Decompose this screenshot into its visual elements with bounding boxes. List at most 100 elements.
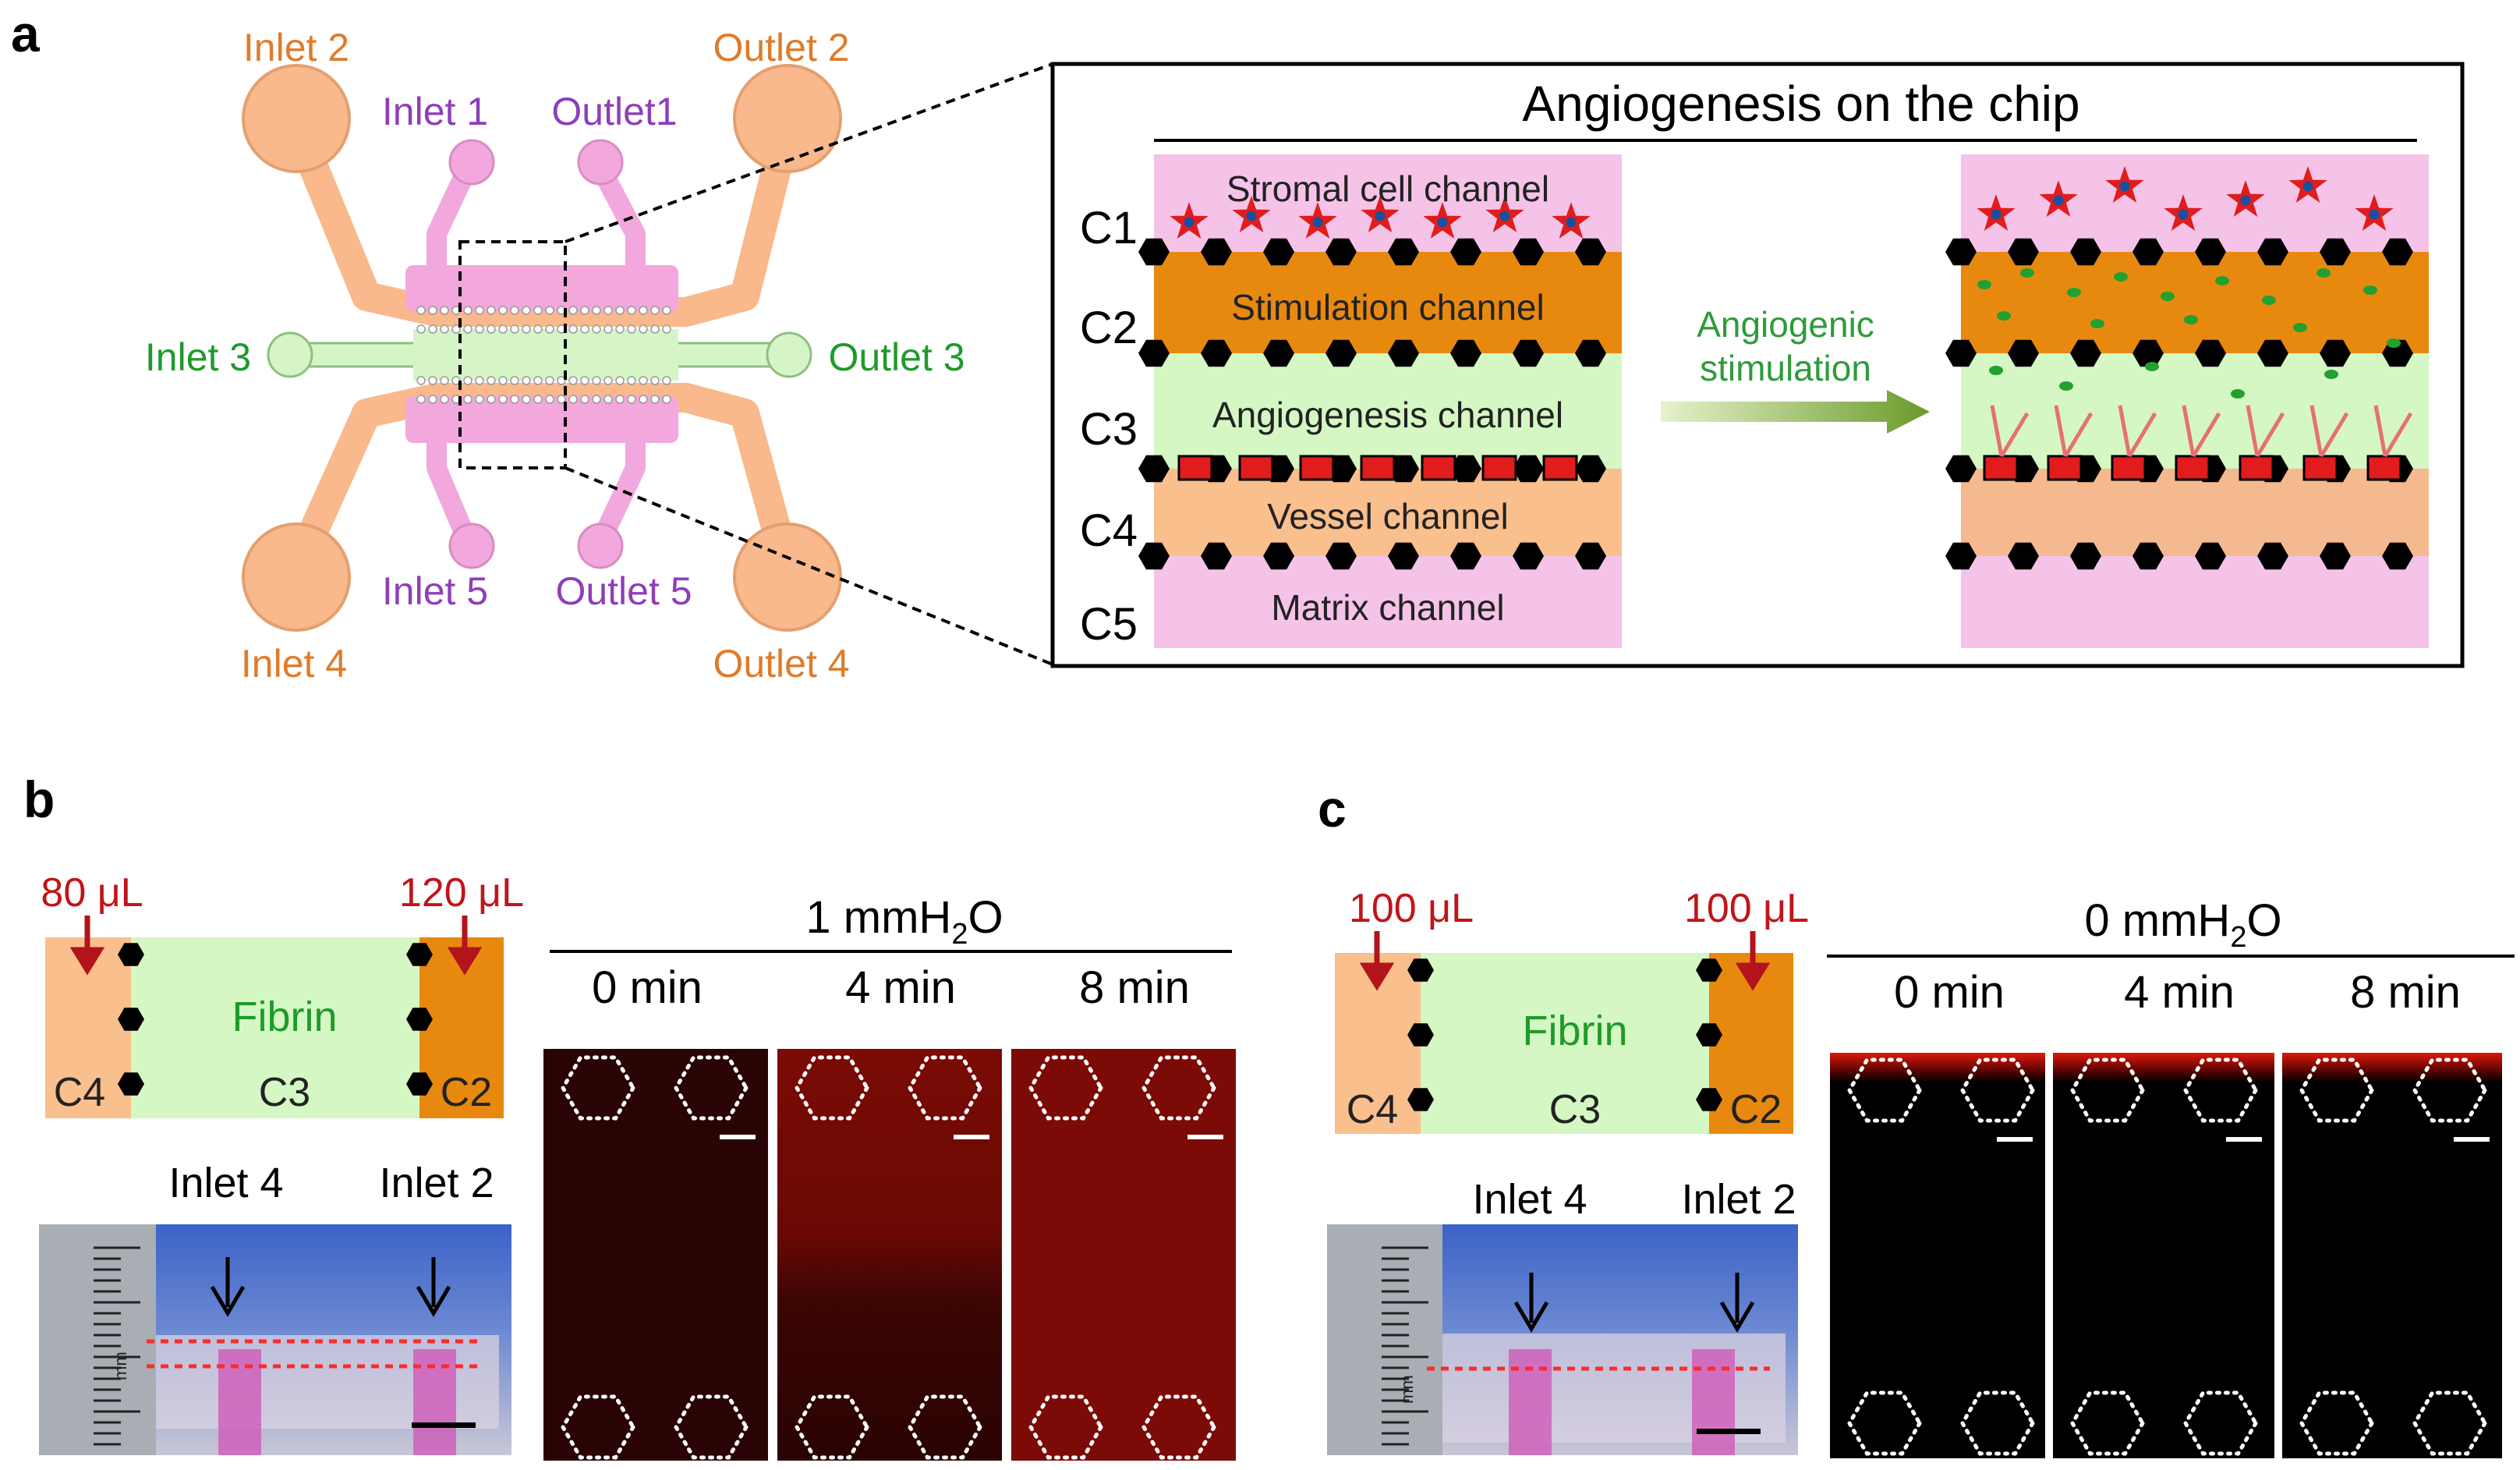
chip-micropost xyxy=(440,324,449,334)
post-outline xyxy=(674,1394,749,1460)
chip-c1-channel xyxy=(405,265,678,312)
schematic-post xyxy=(1407,1088,1434,1111)
schematic-post xyxy=(406,943,433,966)
growth-factor-dot xyxy=(2090,319,2104,328)
right-c2-band xyxy=(1961,252,2429,353)
post-outline xyxy=(1141,1055,1216,1121)
chip-micropost xyxy=(451,324,461,334)
channel-post xyxy=(2320,542,2351,570)
outlet-4-port xyxy=(733,522,842,632)
c-ruler-ticks xyxy=(1382,1246,1428,1446)
panel-b: b 80 μL 120 μL Fibrin C4 C3 C2 mm Inlet xyxy=(23,770,1236,1461)
cell-marks xyxy=(1170,166,2413,481)
growth-factor-dot xyxy=(2067,288,2081,297)
channel-post xyxy=(2008,339,2039,367)
chip-micropost xyxy=(522,395,531,404)
b-photo-arrow-inlet4 xyxy=(210,1257,246,1317)
chip-micropost xyxy=(639,324,648,334)
growth-factor-dot xyxy=(2114,272,2128,282)
left-c2-band xyxy=(1154,252,1622,353)
channel-post xyxy=(1325,542,1357,570)
schematic-post xyxy=(1696,958,1722,982)
c-arrow-right xyxy=(1735,931,1771,991)
b-posts xyxy=(118,943,433,1096)
chip-micropost xyxy=(545,324,554,334)
post-outline xyxy=(2070,1390,2145,1456)
scale-bar xyxy=(720,1135,756,1139)
c-photo-ruler xyxy=(1327,1224,1442,1455)
chip-micropost xyxy=(510,376,519,385)
b-photo-dye-left xyxy=(218,1349,261,1455)
chip-micropost xyxy=(487,324,496,334)
inlet-2-label: Inlet 2 xyxy=(243,26,349,69)
chip-c3-center xyxy=(413,329,678,381)
chip-c5-channel xyxy=(405,396,678,443)
chip-micropost xyxy=(603,324,613,334)
panel-a-letter: a xyxy=(11,5,41,62)
stromal-cell-nucleus xyxy=(2119,181,2130,192)
post-outline xyxy=(1847,1057,1922,1123)
scale-bar xyxy=(2454,1137,2490,1142)
chip-micropost xyxy=(557,376,566,385)
channel-post xyxy=(1325,339,1357,367)
chip-micropost xyxy=(440,306,449,315)
chip-micropost xyxy=(416,395,426,404)
channel-post xyxy=(2195,339,2226,367)
channel-post xyxy=(2070,339,2101,367)
chip-micropost xyxy=(650,324,660,334)
chip-micropost xyxy=(650,376,660,385)
angiogenic-sprout xyxy=(2246,405,2285,458)
chip-micropost xyxy=(662,306,671,315)
post-outline xyxy=(2183,1390,2258,1456)
schematic-post xyxy=(406,1008,433,1031)
c-photo-inlet4-label: Inlet 4 xyxy=(1472,1176,1587,1223)
channel-post xyxy=(1513,542,1544,570)
angiogenic-sprout xyxy=(2118,405,2157,458)
channel-post xyxy=(1263,339,1294,367)
channel-post xyxy=(1201,238,1232,266)
channel-post xyxy=(1945,339,1977,367)
schematic-post xyxy=(1696,1088,1722,1111)
channel-post xyxy=(1450,455,1481,483)
chip-micropost xyxy=(650,395,660,404)
post-outline xyxy=(795,1394,869,1460)
scale-bar xyxy=(954,1135,989,1139)
angiogenic-sprout xyxy=(2182,405,2221,458)
channel-post xyxy=(1575,455,1606,483)
b-c3-band xyxy=(131,937,419,1118)
schematic-post xyxy=(406,1072,433,1096)
stromal-cell-nucleus xyxy=(2178,209,2189,220)
chip-micropost xyxy=(615,395,625,404)
schematic-post xyxy=(1407,958,1434,982)
channel-post xyxy=(1513,238,1544,266)
growth-factor-dot xyxy=(2215,276,2229,285)
c-time-8: 8 min xyxy=(2350,967,2461,1018)
growth-factor-dot xyxy=(2161,292,2175,301)
chip-micropost xyxy=(463,395,472,404)
post-outline xyxy=(2412,1057,2487,1123)
b-pressure-label: 1 mmH2O xyxy=(805,892,1003,951)
c-fibrin-label: Fibrin xyxy=(1522,1008,1627,1054)
b-arrow-right xyxy=(447,916,483,976)
chip-micropost xyxy=(568,306,578,315)
channel-post xyxy=(1263,238,1294,266)
channel-post xyxy=(1450,339,1481,367)
channel-post xyxy=(1513,455,1544,483)
post-outline xyxy=(1847,1390,1922,1456)
b-time-8: 8 min xyxy=(1079,962,1190,1013)
endothelial-cell xyxy=(1360,455,1396,481)
endothelial-cell xyxy=(1238,455,1274,481)
b-fibrin-label: Fibrin xyxy=(232,994,337,1040)
endothelial-cell xyxy=(1299,455,1335,481)
chip-micropost xyxy=(522,324,531,334)
stromal-cell-nucleus xyxy=(1499,211,1510,221)
chip-micropost xyxy=(627,306,636,315)
growth-factor-dot xyxy=(2293,323,2307,332)
post-outline xyxy=(1028,1055,1103,1121)
angiogenesis-title: Angiogenesis on the chip xyxy=(1522,76,2079,132)
c-volume-left: 100 μL xyxy=(1349,886,1474,931)
angiogenesis-box: Angiogenesis on the chip Stromal cell ch… xyxy=(1050,62,2465,668)
chip-micropost xyxy=(533,395,543,404)
channel-post xyxy=(1138,339,1170,367)
post-outline xyxy=(1960,1057,2035,1123)
